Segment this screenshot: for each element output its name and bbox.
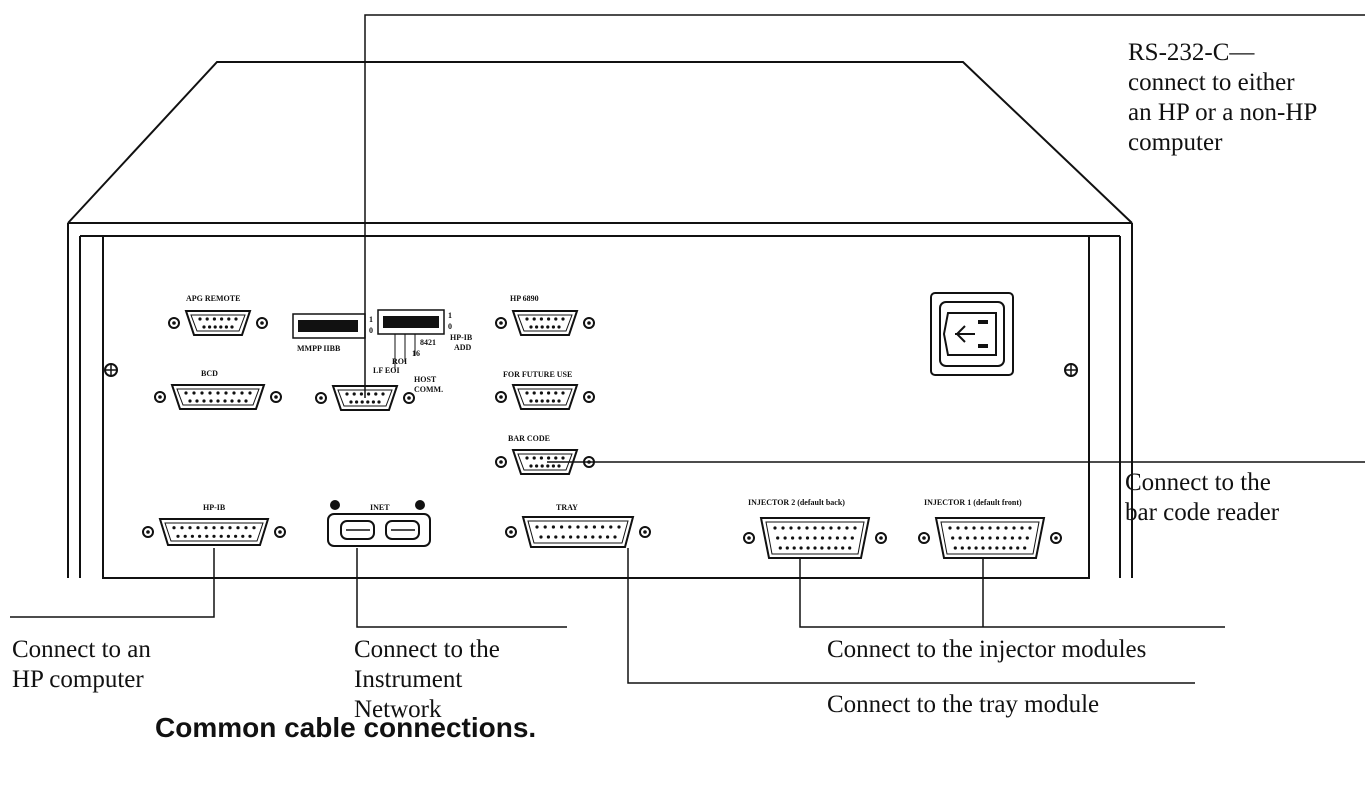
tray-connector <box>505 516 651 548</box>
leader-hp-computer <box>10 548 215 618</box>
hp-6890-connector <box>495 310 595 336</box>
switch-left-0: 0 <box>369 326 373 335</box>
leader-inet <box>356 548 567 628</box>
callout-injector-modules: Connect to the injector modules <box>827 635 1146 665</box>
callout-hp-computer-line-1: Connect to an <box>12 636 151 663</box>
hp-ib-connector <box>142 518 286 546</box>
switch-left-1: 1 <box>369 315 373 324</box>
label-tray: TRAY <box>556 503 578 512</box>
switch-right-0: 0 <box>448 322 452 331</box>
leader-lines <box>10 14 1365 684</box>
switch-left-bits: MMPP IIBB <box>297 344 341 353</box>
callout-hp-computer-line-2: HP computer <box>12 666 144 693</box>
cabinet-body <box>67 223 1133 579</box>
label-hp-ib: HP-IB <box>203 503 226 512</box>
label-hp-6890: HP 6890 <box>510 294 539 303</box>
switch-bits-lf-eoi: LF EOI <box>373 366 400 375</box>
switch-right-1: 1 <box>448 311 452 320</box>
cabinet-top <box>67 61 1133 224</box>
power-inlet <box>930 292 1014 376</box>
label-host-comm-2: COMM. <box>414 385 443 394</box>
callout-network-line-1: Connect to the <box>354 636 500 663</box>
leader-tray <box>627 548 1195 684</box>
d-sub-connectors <box>142 310 1062 559</box>
injector-2-connector <box>743 517 887 559</box>
label-apg-remote: APG REMOTE <box>186 294 240 303</box>
side-screw-left <box>104 363 118 377</box>
callout-network-line-2: Instrument <box>354 666 463 693</box>
leader-injector-2 <box>799 558 1225 628</box>
callout-network-line-3: Network <box>354 696 442 723</box>
switch-bits-8421: 8421 <box>420 338 436 347</box>
bcd-connector <box>154 384 282 410</box>
side-screw-right <box>1064 363 1078 377</box>
host-comm-connector <box>315 385 415 411</box>
dip-switch-right <box>377 309 445 370</box>
callout-tray-module: Connect to the tray module <box>827 690 1099 720</box>
callout-injector-line-1: Connect to the injector modules <box>827 636 1147 663</box>
callout-bar-code-line-2: bar code reader <box>1125 499 1280 526</box>
label-bcd: BCD <box>201 369 218 378</box>
callout-tray-line-1: Connect to the tray module <box>827 691 1100 718</box>
figure-caption: Common cable connections. <box>155 712 537 743</box>
dip-switch-left <box>292 313 366 339</box>
label-inet: INET <box>370 503 390 512</box>
future-use-connector <box>495 384 595 410</box>
switch-hpib-add-2: ADD <box>454 343 472 352</box>
switch-bits-16: 16 <box>412 349 420 358</box>
bar-code-connector <box>495 449 595 475</box>
injector-1-connector <box>918 517 1062 559</box>
callout-bar-code-reader: Connect to the bar code reader <box>1125 468 1279 528</box>
callout-rs232: RS-232-C— connect to either an HP or a n… <box>1128 38 1317 158</box>
callout-rs232-line-3: an HP or a non-HP <box>1128 99 1318 126</box>
callout-rs232-line-2: connect to either <box>1128 69 1295 96</box>
callout-hp-computer: Connect to an HP computer <box>12 635 151 695</box>
label-bar-code: BAR CODE <box>508 434 550 443</box>
label-injector-1: INJECTOR 1 (default front) <box>924 498 1022 507</box>
label-host-comm-1: HOST <box>414 375 437 384</box>
callout-instrument-network: Connect to the Instrument Network <box>354 635 500 725</box>
callout-rs232-line-4: computer <box>1128 129 1223 156</box>
switch-bits-roi: ROI <box>392 357 407 366</box>
callout-rs232-line-1: RS-232-C— <box>1128 39 1255 66</box>
leader-rs232 <box>364 14 1365 398</box>
callout-bar-code-line-1: Connect to the <box>1125 469 1271 496</box>
label-for-future-use: FOR FUTURE USE <box>503 370 572 379</box>
label-injector-2: INJECTOR 2 (default back) <box>748 498 845 507</box>
switch-hpib-add-1: HP-IB <box>450 333 473 342</box>
apg-remote-connector <box>168 310 268 336</box>
inet-connector <box>327 500 431 547</box>
